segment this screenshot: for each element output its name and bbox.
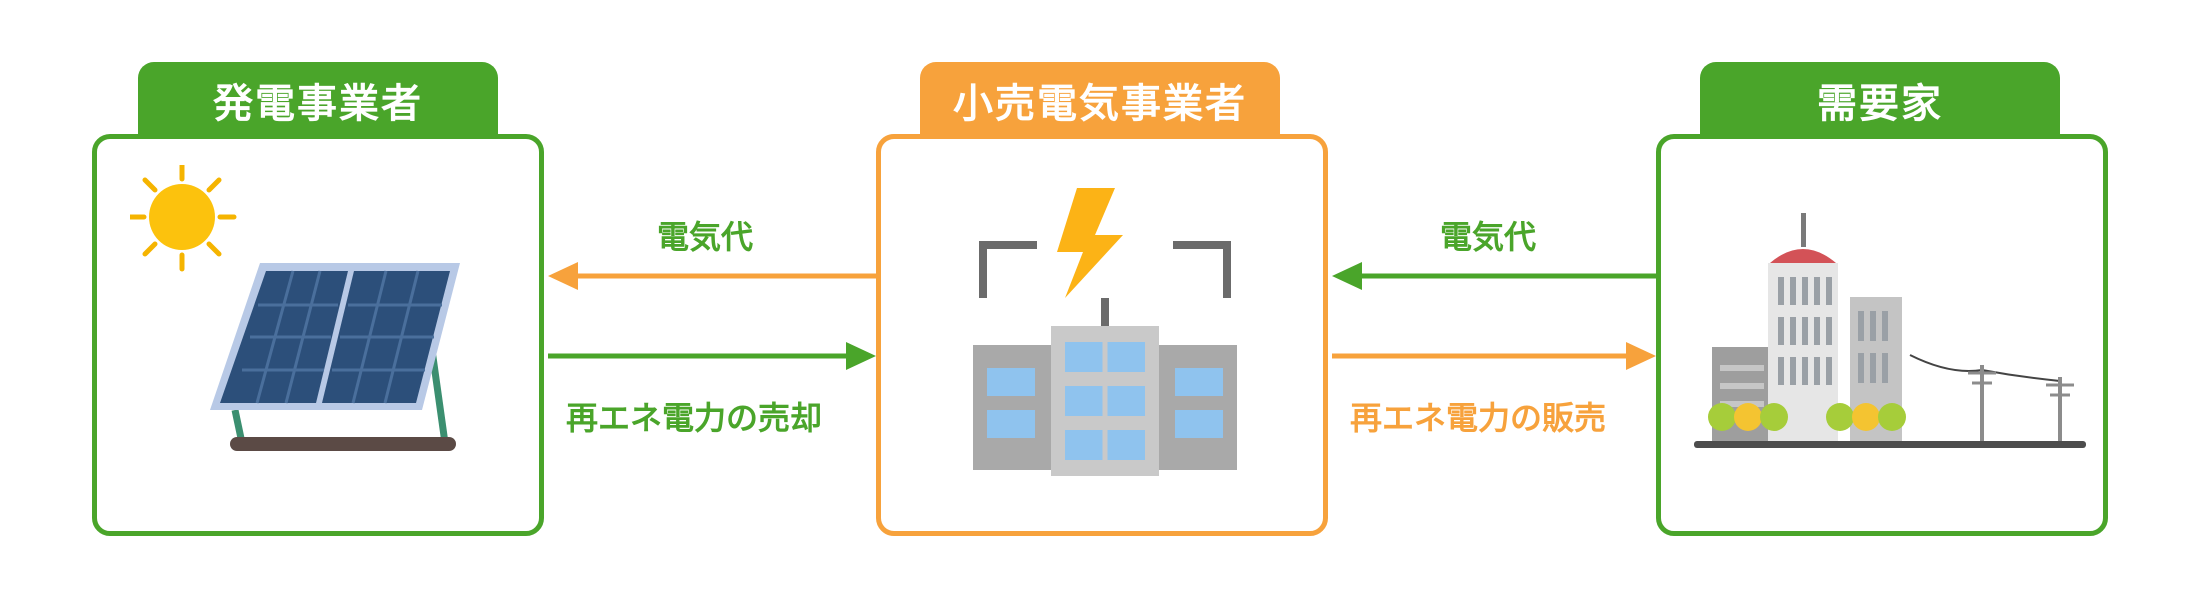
generator-title-tab: 発電事業者 [138,62,498,138]
flow-label-payment-from-consumer: 電気代 [1440,218,1537,256]
power-plant-icon [973,188,1237,476]
arrow-retailer-to-generator [548,262,876,290]
generator-title: 発電事業者 [213,81,423,127]
city-buildings-icon [1694,213,2086,448]
flow-label-payment-to-generator: 電気代 [657,218,754,256]
lightning-icon [1057,188,1123,298]
solar-panel-icon [130,165,460,451]
sun-icon [130,165,237,272]
arrow-consumer-to-retailer [1332,262,1656,290]
arrow-generator-to-retailer [548,342,876,370]
flow-label-sale-from-generator: 再エネ電力の売却 [566,399,823,437]
flow-label-sale-to-consumer: 再エネ電力の販売 [1350,399,1607,437]
consumer-title: 需要家 [1817,81,1943,127]
retailer-title: 小売電気事業者 [953,81,1247,127]
retailer-title-tab: 小売電気事業者 [920,62,1280,138]
consumer-title-tab: 需要家 [1700,62,2060,138]
tree-icons [1708,403,1906,431]
arrow-retailer-to-consumer [1332,342,1656,370]
